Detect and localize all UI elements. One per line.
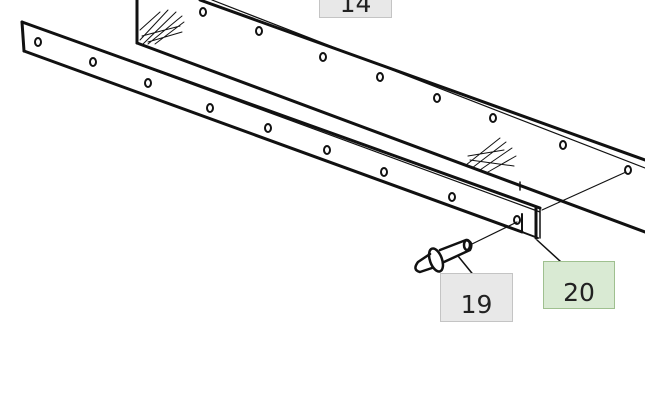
callout-14[interactable]: 14 — [319, 0, 392, 18]
alignment-line — [471, 221, 518, 245]
alignment-line — [541, 171, 627, 211]
strip-part — [20, 20, 542, 240]
callout-20[interactable]: 20 — [543, 261, 615, 309]
panel-part — [135, 0, 645, 234]
callout-label: 19 — [460, 290, 493, 319]
callout-label: 14 — [339, 0, 372, 18]
panel-holes — [199, 7, 632, 175]
strip-holes — [34, 37, 521, 225]
callout-19[interactable]: 19 — [440, 273, 513, 322]
callout-label: 20 — [563, 277, 595, 307]
rivet-part — [414, 238, 473, 274]
